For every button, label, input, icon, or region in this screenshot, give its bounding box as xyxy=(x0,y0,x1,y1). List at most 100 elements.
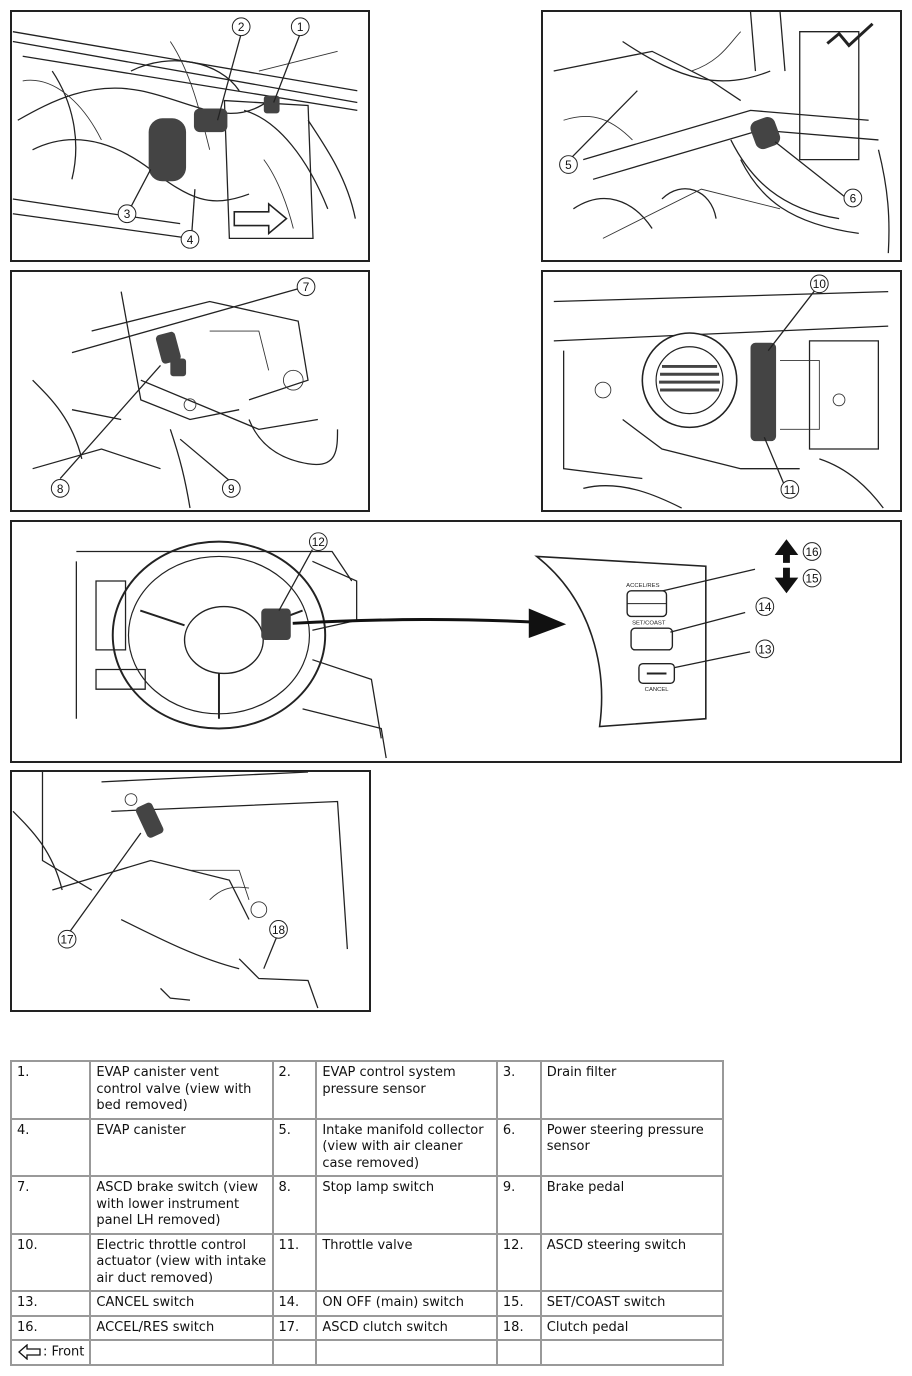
legend-number: 6. xyxy=(495,1117,542,1177)
callout-3-label: 3 xyxy=(124,207,131,221)
legend-text: CANCEL switch xyxy=(89,1290,274,1317)
legend-number: 9. xyxy=(495,1175,542,1235)
callout-4: 4 xyxy=(180,229,200,249)
figure-intake-manifold: 5 6 xyxy=(541,10,902,262)
legend-number: 3. xyxy=(495,1060,542,1120)
legend-text: EVAP canister xyxy=(89,1117,274,1177)
legend-text: Clutch pedal xyxy=(539,1314,725,1341)
sensor-2 xyxy=(193,108,228,133)
callout-7: 7 xyxy=(296,277,316,297)
legend-number: 16. xyxy=(9,1314,92,1341)
legend-text: ACCEL/RES switch xyxy=(89,1314,274,1341)
ascd-switch-12 xyxy=(261,608,291,641)
legend-number: 15. xyxy=(495,1290,542,1317)
legend-text: Drain filter xyxy=(539,1060,725,1120)
callout-5: 5 xyxy=(559,155,578,174)
canister-3 xyxy=(148,118,187,182)
callout-8-label: 8 xyxy=(57,482,64,496)
legend-text: ASCD steering switch xyxy=(539,1232,725,1292)
legend-number: 17. xyxy=(271,1314,318,1341)
front-arrow-icon xyxy=(233,202,288,236)
arrow-left-outline-icon xyxy=(18,1343,41,1361)
legend-text: EVAP canister vent control valve (view w… xyxy=(89,1060,274,1120)
legend-text: Brake pedal xyxy=(539,1175,725,1235)
legend-number: 18. xyxy=(495,1314,542,1341)
intake-manifold-drawing: 5 6 xyxy=(553,12,890,254)
callout-2-label: 2 xyxy=(238,20,245,34)
callout-18: 18 xyxy=(269,920,288,939)
valve-1 xyxy=(263,95,280,114)
callout-15: 15 xyxy=(802,568,822,588)
legend-empty-cell xyxy=(271,1339,318,1366)
legend-number: 13. xyxy=(9,1290,92,1317)
figure-throttle-actuator: 10 11 xyxy=(541,270,902,512)
legend-text: EVAP control system pressure sensor xyxy=(315,1060,498,1120)
legend-text: ASCD clutch switch xyxy=(315,1314,498,1341)
legend-empty-cell xyxy=(495,1339,542,1366)
down-arrow-icon xyxy=(774,567,799,594)
legend-number: 11. xyxy=(271,1232,318,1292)
legend-table: 1. EVAP canister vent control valve (vie… xyxy=(9,1060,725,1366)
legend-number: 7. xyxy=(9,1175,92,1235)
callout-12-label: 12 xyxy=(312,535,325,549)
callout-6-label: 6 xyxy=(850,191,857,205)
callout-16-label: 16 xyxy=(805,545,819,559)
main-switch-button xyxy=(630,627,674,651)
callout-2: 2 xyxy=(231,17,251,37)
legend-row: 16. ACCEL/RES switch 17. ASCD clutch swi… xyxy=(9,1314,725,1341)
figure-evap-canister: 1 2 3 4 xyxy=(10,10,370,262)
callout-1-label: 1 xyxy=(297,20,304,34)
evap-canister-drawing: 1 2 3 4 xyxy=(12,17,358,249)
callout-17-label: 17 xyxy=(61,933,74,947)
figure-brake-switches: 7 8 9 xyxy=(10,270,370,512)
legend-empty-cell xyxy=(315,1339,498,1366)
switch-panel-detail: ACCEL/RES SET/COAST CANCEL xyxy=(534,555,707,728)
callout-3: 3 xyxy=(117,204,137,224)
legend-text: SET/COAST switch xyxy=(539,1290,725,1317)
callout-9: 9 xyxy=(221,479,241,498)
callout-8: 8 xyxy=(50,479,70,498)
callout-1: 1 xyxy=(290,17,310,37)
callout-14: 14 xyxy=(755,597,775,616)
callout-14-label: 14 xyxy=(758,600,772,614)
legend-row: 10. Electric throttle control actuator (… xyxy=(9,1232,725,1292)
legend-text: ON OFF (main) switch xyxy=(315,1290,498,1317)
callout-13-label: 13 xyxy=(758,642,772,656)
clutch-switch-drawing: 17 18 xyxy=(12,772,349,1009)
callout-11: 11 xyxy=(780,480,800,499)
throttle-actuator-drawing: 10 11 xyxy=(553,274,889,509)
legend-text: ASCD brake switch (view with lower instr… xyxy=(89,1175,274,1235)
stop-lamp-switch-8 xyxy=(170,358,187,377)
legend-number: 4. xyxy=(9,1117,92,1177)
legend-text: Stop lamp switch xyxy=(315,1175,498,1235)
legend-row: 4. EVAP canister 5. Intake manifold coll… xyxy=(9,1117,725,1177)
callout-10-label: 10 xyxy=(813,277,827,291)
figure-clutch-switch: 17 18 xyxy=(10,770,371,1012)
legend-text: Power steering pressure sensor xyxy=(539,1117,725,1177)
callout-18-label: 18 xyxy=(272,923,286,937)
cancel-engraving: CANCEL xyxy=(645,687,670,693)
legend-row-front: : Front xyxy=(9,1339,725,1366)
legend-front-key: : Front xyxy=(9,1339,92,1366)
legend-number: 10. xyxy=(9,1232,92,1292)
set-coast-engraving: SET/COAST xyxy=(632,620,666,626)
callout-17: 17 xyxy=(57,929,77,949)
legend-number: 12. xyxy=(495,1232,542,1292)
callout-4-label: 4 xyxy=(187,233,194,247)
legend-empty-cell xyxy=(539,1339,725,1366)
brake-switches-drawing: 7 8 9 xyxy=(32,277,339,509)
callout-5-label: 5 xyxy=(565,158,572,172)
up-arrow-icon xyxy=(774,539,799,563)
legend-front-label: : Front xyxy=(43,1344,85,1360)
legend-text: Electric throttle control actuator (view… xyxy=(89,1232,274,1292)
legend-empty-cell xyxy=(89,1339,274,1366)
legend-text: Intake manifold collector (view with air… xyxy=(315,1117,498,1177)
callout-7-label: 7 xyxy=(303,280,310,294)
callout-6: 6 xyxy=(843,188,863,208)
callout-9-label: 9 xyxy=(228,482,235,496)
ps-sensor-6 xyxy=(750,117,781,150)
legend-number: 14. xyxy=(271,1290,318,1317)
clutch-switch-17 xyxy=(135,802,164,838)
legend-number: 2. xyxy=(271,1060,318,1120)
legend-number: 8. xyxy=(271,1175,318,1235)
